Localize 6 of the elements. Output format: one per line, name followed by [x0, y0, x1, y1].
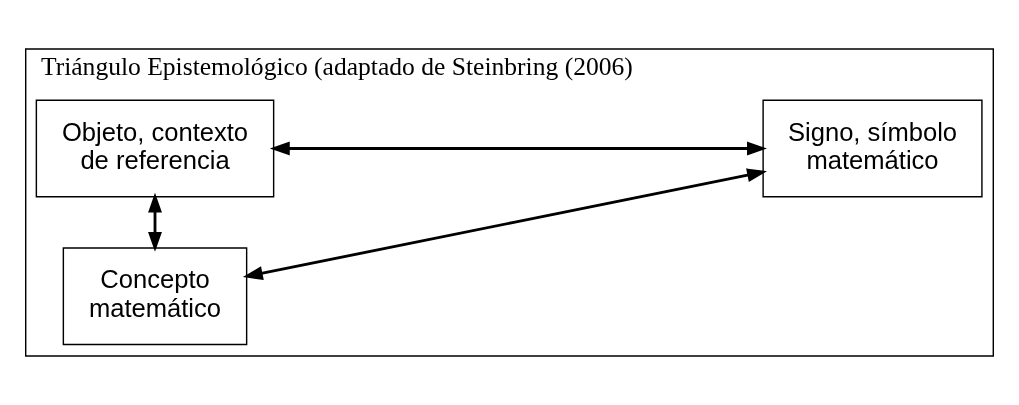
node-box: Concepto matemático	[62, 247, 248, 346]
node-box: Signo, símbolo matemático	[762, 99, 983, 198]
arrow	[242, 168, 767, 280]
arrow	[148, 192, 162, 252]
node-box: Objeto, contexto de referencia	[35, 99, 275, 198]
arrow	[269, 141, 767, 156]
